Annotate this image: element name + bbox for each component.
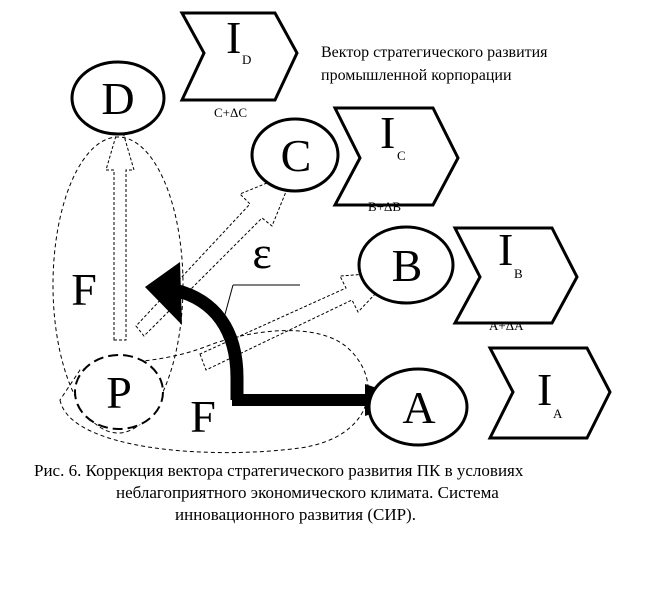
chevron-b: [452, 226, 579, 325]
node-b-circle: [357, 225, 455, 305]
node-a-circle: [367, 367, 469, 447]
f-zone-left: [52, 136, 184, 434]
arrow-p-to-d: [105, 120, 135, 341]
node-a-label: A: [402, 382, 435, 433]
node-p-label: P: [106, 367, 132, 418]
caption-line-1: Рис. 6. Коррекция вектора стратегическог…: [34, 461, 524, 480]
node-p-circle: [74, 354, 164, 430]
legend-line-1: Вектор стратегического развития: [321, 44, 548, 61]
chevron-a-subscript: A: [553, 406, 563, 421]
epsilon-leader: [223, 284, 300, 319]
caption-line-3: инновационного развития (СИР).: [175, 505, 416, 524]
node-c-circle: [250, 117, 340, 193]
caption-line-2: неблагоприятного экономического климата.…: [116, 483, 499, 502]
chevron-a: [487, 346, 612, 440]
chevron-b-label: I: [498, 224, 513, 275]
epsilon-label: ε: [252, 227, 271, 278]
transition-cd: C+ΔC: [214, 105, 247, 120]
chevron-c: [332, 106, 460, 207]
chevron-c-subscript: C: [397, 148, 406, 163]
arrow-p-to-c: [135, 171, 295, 337]
node-d-circle: [70, 60, 166, 136]
chevron-d-label: I: [226, 12, 241, 63]
node-b-label: B: [392, 240, 423, 291]
f-zone-bottom: [59, 330, 369, 454]
transition-bc: B+ΔB: [368, 199, 401, 214]
chevron-d-subscript: D: [242, 52, 251, 67]
node-c-label: C: [281, 130, 312, 181]
chevron-d: [179, 11, 299, 102]
legend-line-2: промышленной корпорации: [321, 67, 512, 84]
chevron-a-label: I: [537, 364, 552, 415]
force-f-left: F: [71, 264, 97, 315]
force-f-bottom: F: [190, 391, 216, 442]
node-d-label: D: [101, 73, 134, 124]
chevron-b-subscript: B: [514, 266, 523, 281]
chevron-c-label: I: [380, 107, 395, 158]
transition-ab: A+ΔA: [489, 318, 524, 333]
